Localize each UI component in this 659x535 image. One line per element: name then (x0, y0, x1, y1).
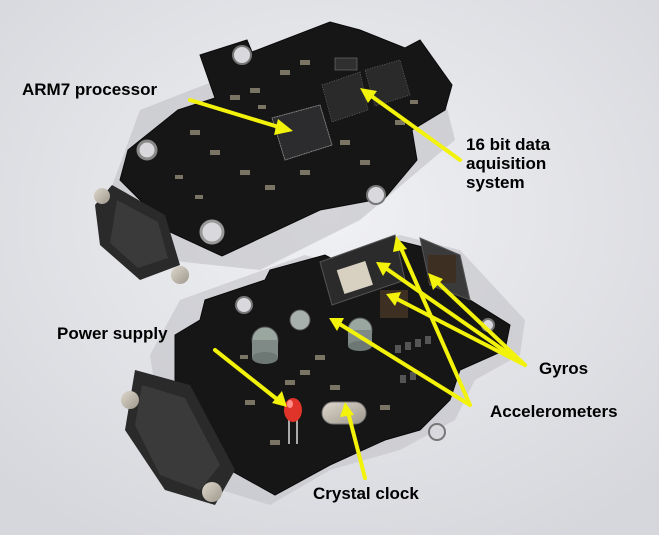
label-daq-line1: 16 bit data (466, 135, 551, 154)
arrow-accel-1 (398, 244, 472, 407)
label-daq-line3: system (466, 173, 525, 192)
label-daq-line2: aquisition (466, 154, 547, 173)
arrow-gyros-1 (433, 278, 527, 367)
arrow-accel-1-head (393, 236, 407, 252)
arrow-crystal-head (340, 402, 354, 417)
daq-chips (321, 57, 411, 123)
label-crystal-clock: Crystal clock (313, 484, 419, 503)
arrow-gyros-1-head (428, 273, 443, 290)
arrow-accel-2-head (329, 318, 344, 331)
arrow-power-head (272, 391, 287, 407)
arrow-gyros-2-head (386, 292, 401, 306)
arrow-daq-head (360, 88, 377, 103)
db9-connector-bottom (121, 370, 235, 505)
bottom-board (121, 234, 525, 505)
arrow-crystal (346, 410, 367, 480)
arrow-daq (368, 93, 462, 162)
arrow-gyros-3 (382, 265, 527, 367)
label-arm7-processor: ARM7 processor (22, 80, 158, 99)
arm7-chip (271, 104, 333, 161)
db9-connector-top (94, 185, 189, 284)
arrow-arm7 (188, 98, 284, 130)
label-power-supply: Power supply (57, 324, 168, 343)
label-gyros: Gyros (539, 359, 589, 378)
smd-components-top (175, 60, 418, 199)
red-led (284, 398, 302, 444)
capacitors (251, 309, 373, 364)
label-daq-system: 16 bit data aquisition system (466, 135, 586, 192)
header-pins (395, 336, 431, 383)
arrow-gyros-3-head (376, 262, 391, 276)
annotation-arrows (188, 88, 527, 480)
smd-components-bottom (240, 355, 390, 445)
arrow-power (213, 348, 280, 402)
arrow-accel-2 (336, 321, 472, 407)
arrow-gyros-2 (393, 296, 527, 367)
arrow-arm7-head (274, 119, 293, 135)
label-accelerometers: Accelerometers (490, 402, 618, 421)
